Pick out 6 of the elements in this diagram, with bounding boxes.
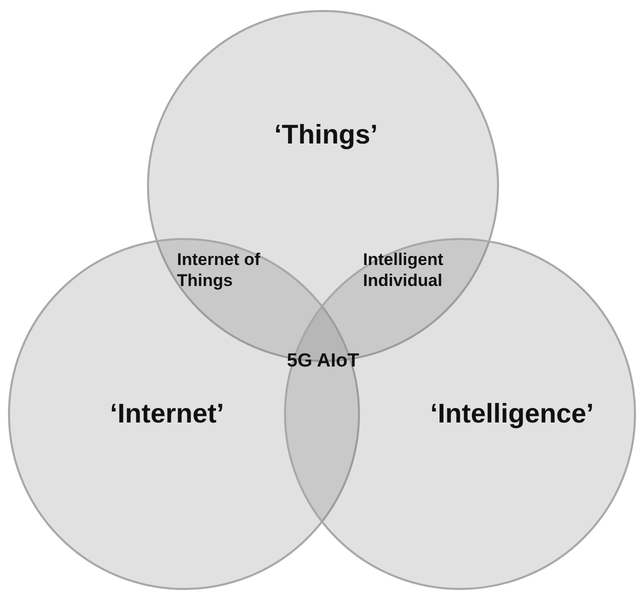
overlap-label: Intelligent Individual: [363, 249, 444, 291]
set-label: ‘Things’: [274, 120, 378, 150]
set-label: ‘Intelligence’: [430, 398, 594, 430]
set-label: ‘Internet’: [110, 398, 224, 430]
overlap-label: 5G AIoT: [286, 350, 360, 372]
overlap-label: Internet of Things: [177, 249, 262, 291]
